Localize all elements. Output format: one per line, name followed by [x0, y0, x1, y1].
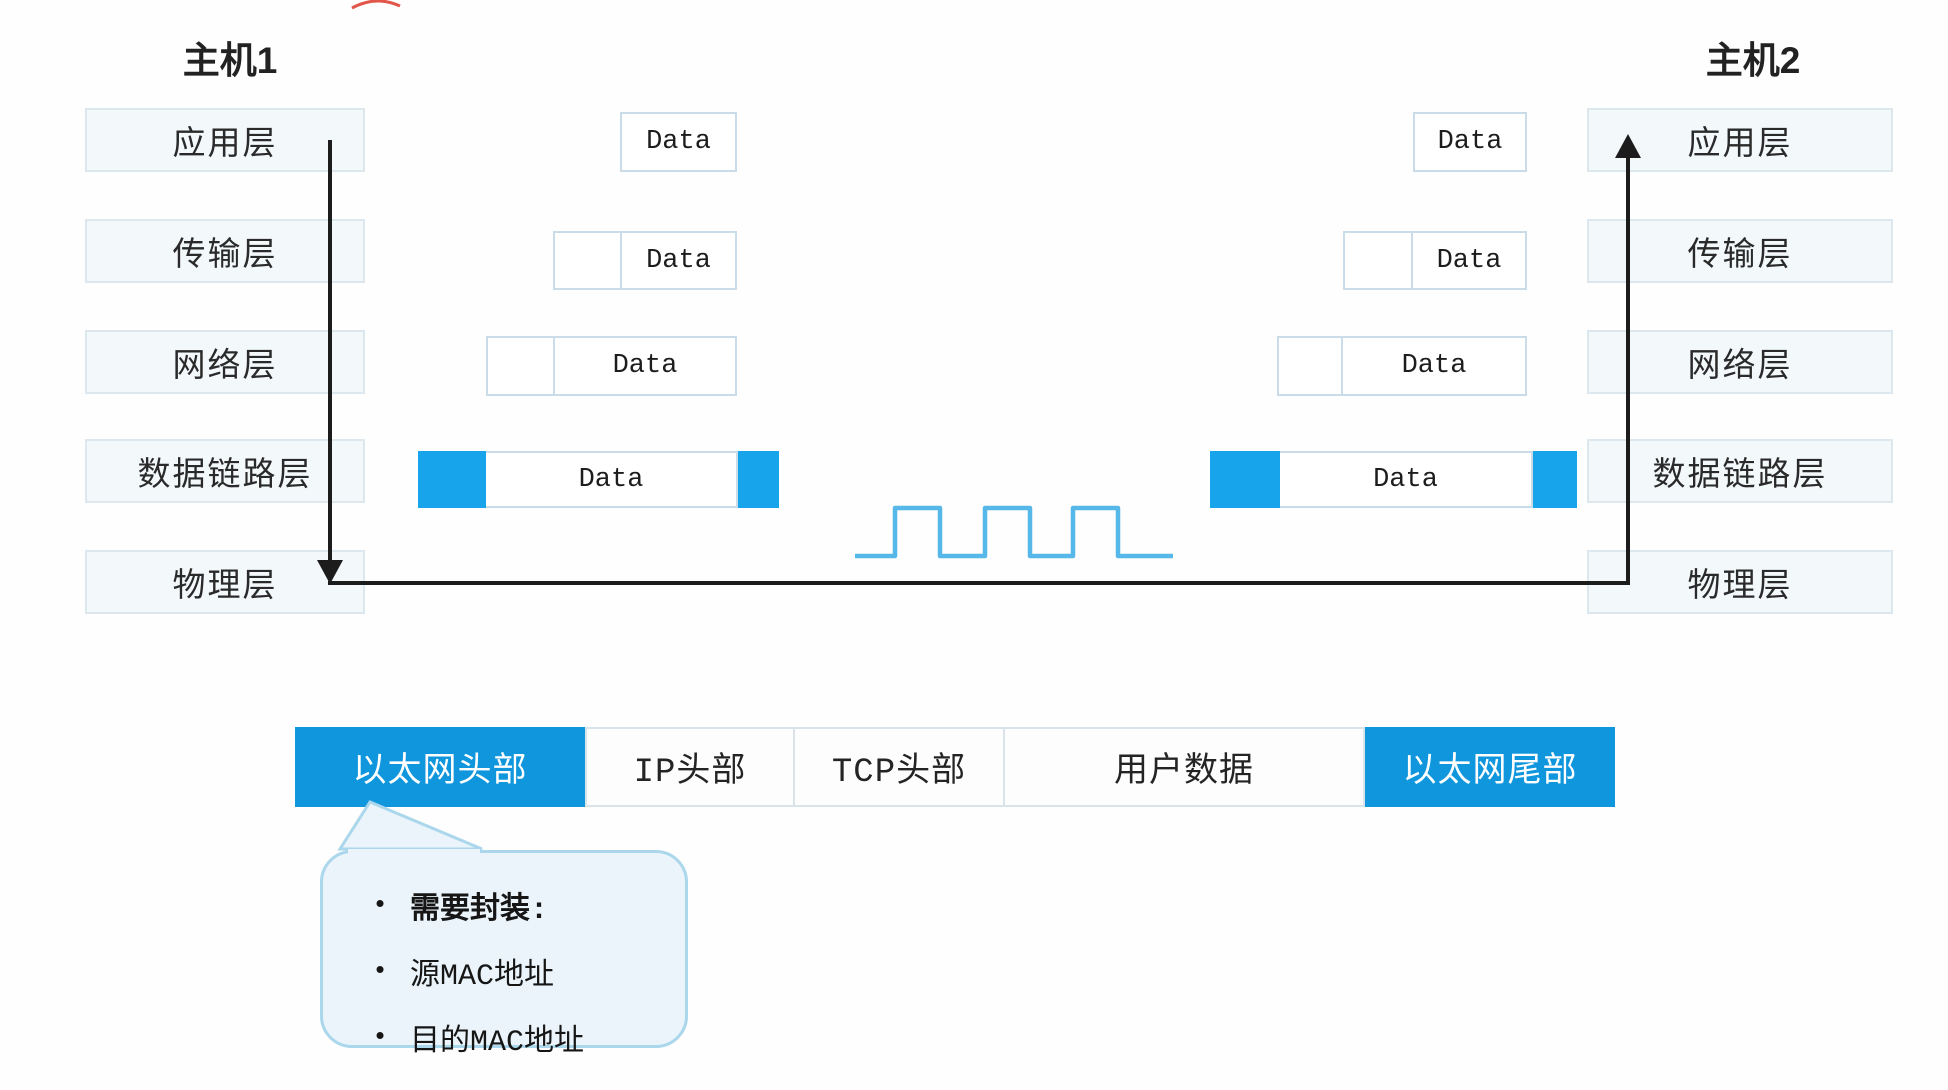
callout-item: • 需要封装: [350, 872, 670, 938]
host2-pdu-datalink: Data [1210, 451, 1577, 508]
up-arrowhead-icon [1615, 134, 1641, 158]
host1-layer-transport: 传输层 [85, 219, 365, 283]
header-cell [486, 336, 555, 396]
host1-pdu-network: Data [486, 336, 737, 396]
bullet-icon: • [372, 956, 388, 986]
host1-layer-datalink: 数据链路层 [85, 439, 365, 503]
data-cell: Data [620, 112, 737, 172]
ethernet-trailer-cell [738, 451, 779, 508]
data-cell: Data [1280, 451, 1533, 508]
host2-layer-application: 应用层 [1587, 108, 1893, 172]
header-cell [1277, 336, 1343, 396]
host2-layer-datalink: 数据链路层 [1587, 439, 1893, 503]
bullet-icon: • [372, 890, 388, 920]
host1-pdu-datalink: Data [418, 451, 779, 508]
ethernet-header-cell [1210, 451, 1280, 508]
host1-layer-network: 网络层 [85, 330, 365, 394]
data-cell: Data [486, 451, 738, 508]
callout-item: • 目的MAC地址 [350, 1004, 670, 1070]
ethernet-frame-bar: 以太网头部 IP头部 TCP头部 用户数据 以太网尾部 [295, 727, 1615, 807]
host2-layer-network: 网络层 [1587, 330, 1893, 394]
data-cell: Data [622, 231, 737, 290]
red-annotation-arc [351, 0, 401, 10]
physical-link-line [328, 581, 1630, 585]
bullet-icon: • [372, 1022, 388, 1052]
frame-seg-ethernet-trailer: 以太网尾部 [1365, 727, 1615, 807]
host2-title: 主机2 [1705, 40, 1801, 81]
host2-layer-transport: 传输层 [1587, 219, 1893, 283]
data-cell: Data [1413, 112, 1527, 172]
callout-item: • 源MAC地址 [350, 938, 670, 1004]
down-arrowhead-icon [317, 560, 343, 584]
host1-layer-application: 应用层 [85, 108, 365, 172]
header-cell [1343, 231, 1413, 290]
host1-title: 主机1 [182, 40, 278, 81]
frame-seg-ip-header: IP头部 [585, 727, 795, 807]
callout-tail-joint [348, 849, 480, 856]
data-cell: Data [1343, 336, 1527, 396]
callout-tail [337, 800, 483, 851]
host1-pdu-transport: Data [553, 231, 737, 290]
host2-layer-physical: 物理层 [1587, 550, 1893, 614]
host2-pdu-network: Data [1277, 336, 1527, 396]
host2-up-arrow-line [1626, 158, 1630, 585]
host1-down-arrow-line [328, 140, 332, 564]
host2-pdu-transport: Data [1343, 231, 1527, 290]
ethernet-header-cell [418, 451, 486, 508]
frame-seg-ethernet-header: 以太网头部 [295, 727, 585, 807]
data-cell: Data [555, 336, 737, 396]
ethernet-trailer-cell [1533, 451, 1577, 508]
callout-list: • 需要封装: • 源MAC地址 • 目的MAC地址 [350, 872, 670, 1070]
frame-seg-user-data: 用户数据 [1005, 727, 1365, 807]
host1-pdu-application: Data [620, 112, 737, 172]
data-cell: Data [1413, 231, 1527, 290]
callout-bubble [320, 850, 688, 1048]
frame-seg-tcp-header: TCP头部 [795, 727, 1005, 807]
host2-pdu-application: Data [1413, 112, 1527, 172]
header-cell [553, 231, 622, 290]
signal-wave-icon [855, 505, 1173, 559]
